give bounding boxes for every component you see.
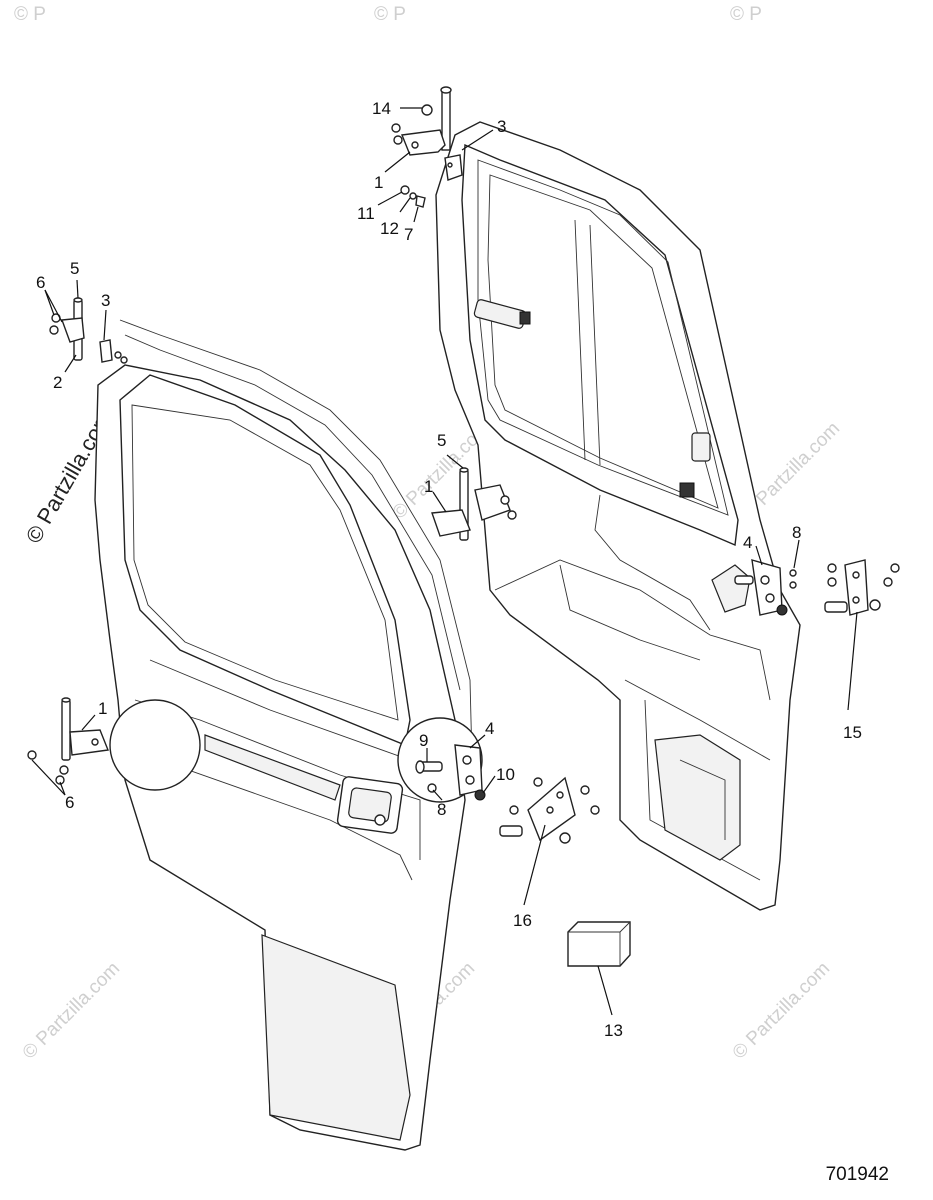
callout-7: 7	[404, 225, 413, 244]
right-door	[435, 121, 801, 911]
callout-4-left: 4	[485, 719, 494, 738]
callout-13: 13	[604, 1021, 623, 1040]
watermark-tile: © Partzilla.com	[19, 958, 124, 1063]
callout-15: 15	[843, 723, 862, 742]
watermark-tile: © P	[374, 4, 406, 25]
callout-6-bottom: 6	[65, 793, 74, 812]
callout-6-top: 6	[36, 273, 45, 292]
callout-9: 9	[419, 731, 428, 750]
callout-11: 11	[357, 204, 375, 223]
watermark-tile: © Partzilla.com	[729, 958, 834, 1063]
callout-1-left: 1	[98, 699, 107, 718]
hinge-assembly-right-mid	[431, 467, 517, 541]
hinge-assembly-top	[391, 86, 463, 208]
watermark-tile: © P	[730, 4, 762, 25]
callout-10: 10	[496, 765, 515, 784]
kit-box	[567, 921, 631, 967]
callout-3-top: 3	[497, 117, 506, 136]
diagram-number: 701942	[825, 1164, 889, 1185]
hinge-assembly-left-top	[49, 297, 128, 364]
callout-8-right: 8	[792, 523, 801, 542]
callout-5-left: 5	[70, 259, 79, 278]
callout-1-top: 1	[374, 173, 383, 192]
callout-1-mid: 1	[424, 477, 433, 496]
left-door	[94, 319, 483, 1151]
callout-3-left: 3	[101, 291, 110, 310]
callout-4-right: 4	[743, 533, 752, 552]
latch-assembly-right	[734, 559, 900, 616]
callout-12: 12	[380, 219, 399, 238]
callout-5-mid: 5	[437, 431, 446, 450]
watermark-tile: © P	[14, 4, 46, 25]
callout-14: 14	[372, 99, 391, 118]
leader-lines	[31, 107, 858, 1016]
callout-8-left: 8	[437, 800, 446, 819]
callout-labels: 14 3 1 11 12 7 6 5 3 2 1 6 5 1 4 8 15 4 …	[36, 99, 862, 1040]
latch-assembly-left	[415, 744, 600, 844]
hinge-assembly-left-bottom	[27, 697, 109, 785]
callout-16: 16	[513, 911, 532, 930]
callout-2: 2	[53, 373, 62, 392]
